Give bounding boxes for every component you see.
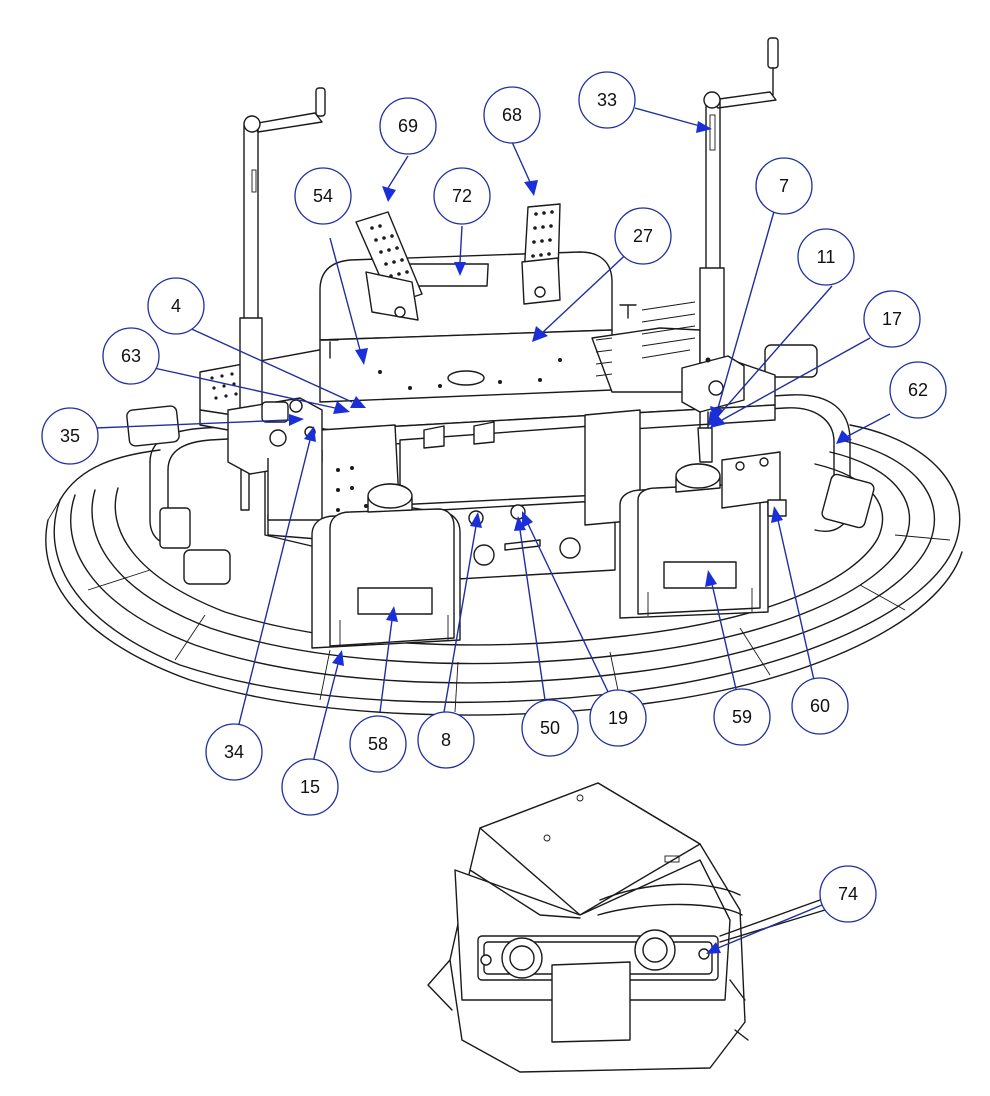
- callout-19: 19: [589, 689, 647, 747]
- console-box: [319, 251, 701, 403]
- work-lights: [126, 344, 875, 585]
- svg-text:72: 72: [452, 186, 472, 206]
- callout-72: 72: [433, 167, 491, 225]
- callout-74: 74: [819, 865, 877, 923]
- svg-text:4: 4: [171, 296, 181, 316]
- callouts: 69 68 33 54 72 27 7 11 4 17 63 62 35 60 …: [41, 71, 947, 923]
- svg-text:68: 68: [502, 105, 522, 125]
- pedal-right-holes: [531, 210, 554, 258]
- svg-text:27: 27: [633, 226, 653, 246]
- svg-text:54: 54: [313, 186, 333, 206]
- callout-62: 62: [889, 361, 947, 419]
- svg-text:33: 33: [597, 90, 617, 110]
- svg-text:35: 35: [60, 426, 80, 446]
- svg-text:17: 17: [882, 309, 902, 329]
- svg-text:74: 74: [838, 884, 858, 904]
- callout-58: 58: [349, 715, 407, 773]
- right-bracket: [721, 451, 787, 517]
- svg-text:19: 19: [608, 708, 628, 728]
- svg-text:59: 59: [732, 707, 752, 727]
- callout-59: 59: [713, 688, 771, 746]
- callout-69: 69: [379, 97, 437, 155]
- callout-35: 35: [41, 407, 99, 465]
- callout-15: 15: [281, 758, 339, 816]
- vent-grille: [595, 301, 696, 377]
- tank-left: [311, 483, 461, 649]
- steering-post-right: [699, 37, 779, 364]
- svg-text:11: 11: [817, 247, 836, 267]
- svg-text:62: 62: [908, 380, 928, 400]
- detail-inset: [427, 782, 826, 1073]
- svg-text:7: 7: [779, 176, 789, 196]
- pedal-right: [521, 203, 561, 305]
- machine-assembly: [45, 37, 963, 716]
- lower-chassis: [264, 409, 641, 581]
- callout-54: 54: [294, 167, 352, 225]
- callout-17: 17: [863, 290, 921, 348]
- perforation-left: [210, 372, 238, 400]
- pedal-left: [355, 211, 423, 321]
- svg-text:50: 50: [540, 718, 560, 738]
- left-control-block: [227, 397, 323, 521]
- callout-68: 68: [483, 86, 541, 144]
- svg-text:34: 34: [224, 742, 244, 762]
- console-knobs: [321, 339, 495, 449]
- callout-11: 11: [797, 228, 855, 286]
- callout-7: 7: [755, 157, 813, 215]
- callout-4: 4: [147, 277, 205, 335]
- svg-text:63: 63: [121, 346, 141, 366]
- callout-27: 27: [614, 207, 672, 265]
- svg-text:8: 8: [441, 730, 451, 750]
- svg-text:15: 15: [300, 777, 320, 797]
- callout-33: 33: [578, 71, 636, 129]
- callout-50: 50: [521, 699, 579, 757]
- callout-63: 63: [102, 327, 160, 385]
- callout-34: 34: [205, 723, 263, 781]
- svg-text:60: 60: [810, 696, 830, 716]
- svg-text:58: 58: [368, 734, 388, 754]
- callout-60: 60: [791, 677, 849, 735]
- tank-right: [619, 463, 769, 619]
- svg-text:69: 69: [398, 116, 418, 136]
- leader-lines: [94, 107, 891, 954]
- callout-8: 8: [417, 711, 475, 769]
